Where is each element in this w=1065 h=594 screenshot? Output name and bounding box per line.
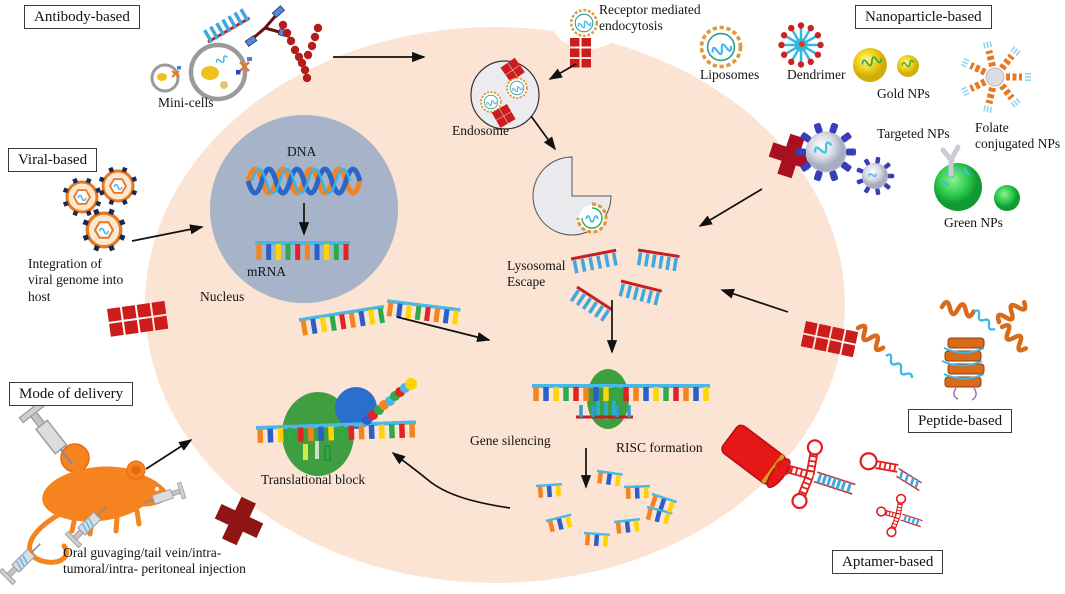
label-gene-silencing: Gene silencing xyxy=(470,433,551,448)
aptamer-icon xyxy=(876,493,923,538)
folate-nps-icon xyxy=(960,41,1031,113)
dendrimer-icon xyxy=(778,22,824,68)
section-box-aptamer: Aptamer-based xyxy=(832,550,944,574)
section-box-antibody: Antibody-based xyxy=(24,5,140,29)
label-green-nps: Green NPs xyxy=(944,215,1003,230)
aptamer-icon xyxy=(859,452,923,492)
label-receptor-endocytosis: Receptor mediated endocytosis xyxy=(599,2,701,34)
delivery-cross-icon xyxy=(214,496,264,546)
label-lysosomal-escape: Lysosomal Escape xyxy=(507,258,566,290)
label-translational-block: Translational block xyxy=(261,472,366,487)
mini-cells-icon xyxy=(150,42,252,102)
label-targeted-nps: Targeted NPs xyxy=(877,126,950,141)
label-endosome: Endosome xyxy=(452,123,509,138)
flow-arrows xyxy=(131,51,789,509)
label-dendrimer: Dendrimer xyxy=(787,67,846,82)
section-box-nanoparticle: Nanoparticle-based xyxy=(855,5,992,29)
label-mini-cells: Mini-cells xyxy=(158,95,214,110)
label-liposomes: Liposomes xyxy=(700,67,760,82)
peptide-icons xyxy=(800,298,1030,401)
section-box-viral: Viral-based xyxy=(8,148,98,172)
syringe-icon xyxy=(0,536,48,586)
gold-nps-icon xyxy=(853,48,919,82)
virus-icons xyxy=(62,166,138,252)
peptide-barrel-icon xyxy=(941,337,985,401)
section-box-peptide: Peptide-based xyxy=(908,409,1013,433)
section-box-mode: Mode of delivery xyxy=(9,382,134,406)
liposome-icon xyxy=(699,25,743,69)
endosome-icon xyxy=(470,57,540,130)
mrna-icons xyxy=(255,241,461,336)
aptamer-icon xyxy=(774,439,856,510)
label-dna: DNA xyxy=(287,144,317,159)
dna-helix-icon xyxy=(245,166,363,236)
translational-block-icon xyxy=(255,381,416,476)
green-nps-icon xyxy=(934,144,1020,211)
label-folate-nps: Folate conjugated NPs xyxy=(975,120,1061,152)
label-gold-nps: Gold NPs xyxy=(877,86,930,101)
aptamer-icons xyxy=(721,424,923,538)
label-risc-formation: RISC formation xyxy=(616,440,703,455)
mouse-icon xyxy=(0,400,187,586)
antibody-sirna-icon xyxy=(203,5,292,47)
label-nucleus: Nucleus xyxy=(200,289,245,304)
label-mrna: mRNA xyxy=(247,264,287,279)
degraded-mrna-icons xyxy=(535,469,678,547)
label-delivery-modes: Oral guvaging/tail vein/intra- tumoral/i… xyxy=(63,545,246,577)
lysosome-icon xyxy=(532,156,612,236)
label-viral-integration: Integration of viral genome into host xyxy=(28,256,124,304)
risc-complex-icon xyxy=(532,369,710,429)
syringe-icon xyxy=(64,499,114,549)
receptor-endocytosis-icon xyxy=(570,8,598,68)
targeted-nps-icon xyxy=(768,122,895,196)
bead-chain-icons xyxy=(278,20,417,425)
sirna-duplex-icons xyxy=(569,248,680,322)
